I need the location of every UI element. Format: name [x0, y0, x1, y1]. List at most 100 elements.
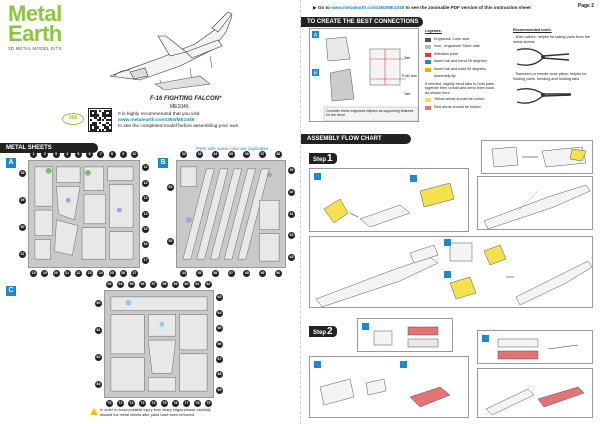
f16-model-illustration [109, 11, 233, 91]
sheet-a-part-number: 20 [52, 270, 60, 277]
step-2-tag: Step2 [309, 326, 337, 337]
qr-module [103, 109, 107, 112]
qr-module [106, 119, 109, 122]
flow-chart-header: ASSEMBLY FLOW CHART [301, 134, 411, 144]
sheet-c-part-number: 71 [117, 400, 124, 407]
sheet-b-part-number: 41 [288, 210, 295, 218]
sheet-a-part-number: 22 [74, 270, 82, 277]
sheet-b-part-number: 52 [167, 237, 174, 245]
qr-module [106, 126, 109, 129]
qr-module [101, 119, 104, 122]
step1-b-assembly [483, 184, 591, 230]
legend-label: Non - engraved/ Silver side [434, 44, 480, 48]
qr-module [89, 119, 92, 122]
qr-module [94, 111, 97, 115]
connections-header: TO CREATE THE BEST CONNECTIONS [301, 17, 423, 27]
notice-url-link[interactable]: www.metalearth.com/360/ME1046 [331, 5, 405, 10]
qr-module [103, 123, 107, 127]
sheet-b-part-number: 40 [288, 188, 295, 196]
qr-module [91, 123, 95, 127]
sheet-b-part-number: 32 [180, 151, 188, 158]
qr-module [91, 109, 95, 112]
metal-sheets-header: METAL SHEETS [0, 143, 98, 153]
qr-module [99, 128, 102, 132]
qr-module [106, 109, 109, 112]
sheet-a-part-number: 2 [41, 151, 49, 158]
sheet-a-part-number: 13 [142, 195, 149, 203]
qr-module [89, 128, 92, 132]
legend-label: Insert tab and twist 90 degrees [434, 66, 486, 71]
sheet-a-part-number: 4 [63, 151, 71, 158]
qr-module [108, 123, 112, 127]
sheet-b-part-number: 45 [196, 270, 204, 277]
qr-module [96, 119, 100, 122]
sheet-a-part-number: 19 [41, 270, 49, 277]
legend-swatch [425, 67, 431, 72]
sharp-edges-warning: In order to avoid possible injury from s… [100, 408, 211, 417]
sheet-b-part-number: 38 [274, 151, 282, 158]
qr-module [101, 114, 104, 117]
recommended-tools: Recommended tools: - Wire cutters: helpf… [513, 28, 599, 110]
qr-module [106, 128, 109, 132]
step-2-number: 2 [327, 326, 333, 337]
legend-swatch [425, 105, 431, 110]
sheet-a [28, 160, 140, 268]
step2-a-parts [362, 323, 439, 348]
qr-module [108, 109, 112, 112]
recommend-url-link[interactable]: www.metalearth.com/360/ME1046 [118, 118, 195, 123]
sheet-c-part-number: 60 [183, 281, 190, 288]
legend-label: Attention point [434, 51, 459, 56]
legend-swatch [425, 52, 431, 57]
qr-module [94, 121, 97, 124]
tool-pliers: - Tweezers or needle nose pliers: helpfu… [513, 72, 587, 81]
sheet-c-part-number: 82 [95, 354, 102, 361]
qr-module [101, 111, 104, 115]
sheet-a-part-number: 6 [86, 151, 94, 158]
warning-icon [90, 408, 98, 415]
flow-panel-step2-b [477, 330, 593, 364]
qr-code[interactable] [88, 108, 112, 132]
flow-panel-step1-a [309, 168, 469, 232]
flow-panel-step1-b [477, 176, 593, 230]
model-trademark: * [219, 96, 222, 102]
sheet-c-part-number: 54 [117, 281, 124, 288]
sheet-a-part-number: 8 [108, 151, 116, 158]
legend-row: Insert tab and twist 90 degrees [425, 66, 497, 74]
qr-module [89, 123, 92, 127]
sheet-c-part-number: 65 [216, 325, 223, 333]
legend-label: Engraved/ Color side [434, 36, 470, 41]
sheet-c-part-number: 64 [216, 309, 223, 317]
qr-module [103, 126, 107, 129]
sheet-a-part-number: 10 [130, 151, 138, 158]
qr-module [101, 128, 104, 132]
sheet-c-part-number: 73 [139, 400, 146, 407]
conn-label-tab: Tab [404, 55, 411, 60]
qr-module [94, 116, 97, 120]
sheet-a-part-number: 27 [130, 270, 138, 277]
sheet-c-part-number: 75 [161, 400, 168, 407]
sheet-c-part-number: 55 [128, 281, 135, 288]
sheet-b-part-number: 37 [258, 151, 266, 158]
qr-module [96, 114, 100, 117]
sheet-a-part-number: 17 [142, 256, 149, 264]
flow-panel-step1-c [309, 236, 593, 308]
model-name-text: F-16 FIGHTING FALCON [150, 96, 219, 102]
sheet-a-part-number: 1 [30, 151, 38, 158]
sheet-b-part-number: 47 [227, 270, 235, 277]
legend-row: Assembly tip: [425, 73, 497, 81]
svg-text:B: B [314, 71, 318, 77]
qr-module [103, 116, 107, 120]
arrow-right-icon: ▶ [313, 5, 318, 10]
qr-module [96, 126, 100, 129]
sheet-a-part-number: 15 [142, 225, 149, 233]
legend-swatch [425, 98, 431, 103]
sheet-a-part-number: 9 [119, 151, 127, 158]
sheet-a-part-number: 7 [97, 151, 105, 158]
sheet-c-part-number: 66 [216, 340, 223, 348]
legend-swatch [425, 45, 431, 49]
recommend-line-1: It is highly recommended that you visit [118, 112, 200, 117]
sheet-c-part-number: 68 [216, 371, 223, 379]
legend-row: Yellow areas should be curled [425, 96, 497, 104]
badge-360-icon: 360 [62, 113, 84, 125]
sheet-a-part-number: 25 [108, 270, 116, 277]
